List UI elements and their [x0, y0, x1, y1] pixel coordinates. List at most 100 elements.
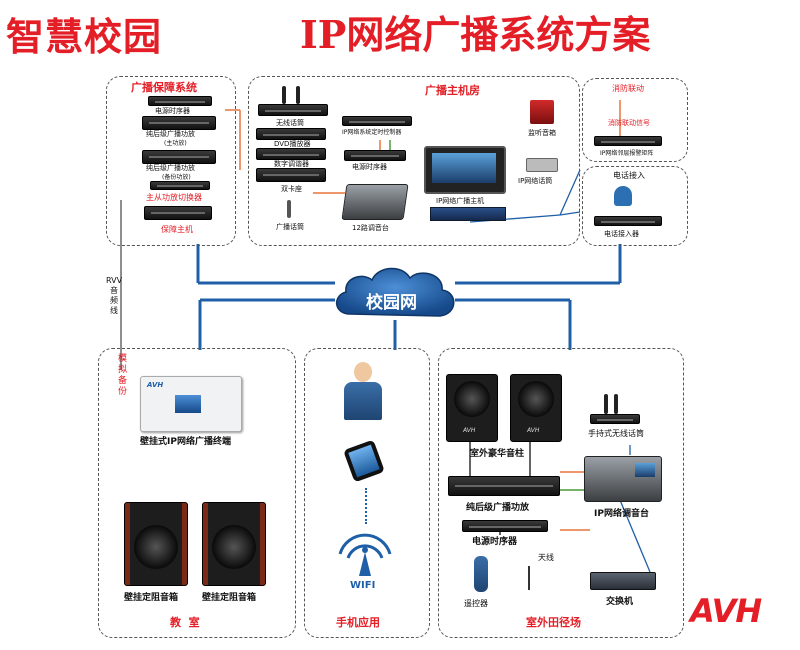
broadcast-mic-label: 广播话筒 — [276, 223, 304, 231]
wall-terminal-label: 壁挂式IP网络广播终端 — [140, 437, 231, 447]
ip-mixer-label: IP网络调音台 — [594, 509, 649, 519]
handheld-mic-receiver-device — [590, 414, 640, 424]
dotted-link — [365, 488, 367, 524]
backup-host-label: 保障主机 — [161, 225, 193, 234]
outdoor-speaker-label: 室外豪华音柱 — [470, 449, 525, 459]
stadium-title: 室外田径场 — [526, 616, 581, 629]
analog-backup-label: 模 拟 备 份 — [118, 354, 130, 398]
dvd-player-label: DVD播放器 — [274, 140, 311, 148]
smartphone-screen — [348, 444, 380, 478]
stadium-power-sequencer-device — [462, 520, 548, 532]
mixer-12-label: 12路调音台 — [352, 224, 389, 232]
fire-link-signal-label: 消防联动信号 — [608, 119, 650, 127]
outdoor-speaker-right: AVH — [510, 374, 562, 442]
analog-backup-char-2: 拟 — [118, 365, 128, 375]
rvv-cable-label: RVV 音 频 线 — [106, 276, 122, 316]
phone-access-device-label: 电话接入器 — [604, 230, 639, 238]
rvv-label-line-1: RVV — [106, 276, 123, 285]
analog-backup-char-3: 备 — [118, 376, 128, 386]
backup-power-sequencer-label: 电源时序器 — [155, 107, 190, 115]
analog-backup-char-4: 份 — [118, 387, 128, 397]
zone-host-room — [248, 76, 580, 246]
wireless-mic-icon-2 — [296, 86, 300, 104]
analog-backup-char-1: 模 — [118, 354, 128, 364]
phone-access-title: 电话接入 — [613, 171, 645, 180]
cloud-shape — [336, 267, 455, 317]
remote-control-label: 遥控器 — [464, 599, 488, 608]
ip-mixer-screen — [635, 463, 655, 477]
dual-cassette-label: 双卡座 — [281, 185, 302, 193]
ip-host-label: IP网络广播主机 — [436, 197, 485, 205]
stadium-amplifier-device — [448, 476, 560, 496]
ip-host-screen — [432, 153, 496, 183]
avh-logo: AVH — [690, 592, 762, 630]
timer-controller-label: IP网络系统定时控制器 — [342, 129, 402, 136]
fire-alarm-matrix-label: IP网络邻层报警矩阵 — [600, 150, 654, 157]
backup-amp-backup-label: 纯后级广播功放 — [146, 164, 195, 172]
host-power-sequencer-label: 电源时序器 — [352, 163, 387, 171]
mobile-title: 手机应用 — [336, 616, 380, 629]
person-body — [344, 382, 382, 420]
wall-speaker-left-cone — [134, 525, 178, 569]
outdoor-speaker-right-brand: AVH — [527, 427, 540, 434]
handheld-mic-label: 手持式无线话筒 — [588, 429, 644, 438]
digital-tuner-label: 数字调谐器 — [274, 160, 309, 168]
campus-network-cloud — [336, 267, 455, 317]
phone-access-device — [594, 216, 662, 226]
timer-controller-device — [342, 116, 412, 126]
ip-mixer-device — [584, 456, 662, 502]
broadcast-mic-icon — [287, 200, 291, 218]
antenna-label: 天线 — [538, 553, 554, 562]
network-switch-label: 交换机 — [606, 597, 634, 607]
handheld-mic-icon-2 — [614, 394, 618, 414]
mixer-12-device — [341, 184, 409, 220]
outdoor-speaker-left: AVH — [446, 374, 498, 442]
backup-switcher-label: 主从功放切换器 — [146, 193, 202, 202]
ip-paging-mic-device — [526, 158, 558, 172]
wifi-label: WIFI — [350, 580, 376, 591]
ip-host-device — [424, 146, 506, 194]
backup-amp-backup-device — [142, 150, 216, 164]
handheld-mic-icon — [604, 394, 608, 414]
backup-amp-backup-sublabel: (备份功放) — [162, 174, 191, 181]
wireless-mic-icon — [282, 86, 286, 104]
wireless-mic-receiver-device — [258, 104, 328, 116]
outdoor-speaker-left-brand: AVH — [463, 427, 476, 434]
zone-fire-link — [582, 78, 688, 162]
zone-phone-access — [582, 166, 688, 246]
digital-tuner-device — [256, 148, 326, 160]
remote-control-icon — [474, 556, 488, 592]
backup-amp-main-label: 纯后级广播功放 — [146, 130, 195, 138]
wall-speaker-right-cone — [212, 525, 256, 569]
wall-terminal-device: AVH — [140, 376, 242, 432]
person-phone-icon — [342, 362, 384, 420]
outdoor-speaker-left-cone — [454, 381, 490, 417]
phone-user-icon — [614, 186, 632, 206]
stadium-power-sequencer-label: 电源时序器 — [472, 537, 518, 547]
zone-classroom — [98, 348, 296, 638]
backup-amp-main-sublabel: (主功放) — [164, 140, 187, 147]
person-head — [354, 362, 372, 382]
campus-network-label: 校园网 — [366, 293, 417, 313]
page-title-right: IP网络广播系统方案 — [300, 12, 651, 57]
wall-speaker-right — [202, 502, 266, 586]
zone-backup-system — [106, 76, 236, 246]
outdoor-speaker-right-cone — [518, 381, 554, 417]
zone-stadium — [438, 348, 684, 638]
wall-terminal-brand: AVH — [147, 381, 164, 389]
fire-link-title: 消防联动 — [612, 84, 644, 93]
monitor-speaker-device — [530, 100, 554, 124]
classroom-title: 教 室 — [170, 616, 200, 629]
zone-host-room-title: 广播主机房 — [425, 84, 480, 97]
host-power-sequencer-device — [344, 150, 406, 161]
dual-cassette-device — [256, 168, 326, 182]
fire-alarm-matrix-device — [594, 136, 662, 146]
rvv-label-line-3: 频 — [110, 296, 118, 305]
dvd-player-device — [256, 128, 326, 140]
backup-host-device — [144, 206, 212, 220]
zone-mobile — [304, 348, 430, 638]
rvv-label-line-2: 音 — [110, 286, 118, 295]
network-switch-device — [590, 572, 656, 590]
backup-power-sequencer-device — [148, 96, 212, 106]
